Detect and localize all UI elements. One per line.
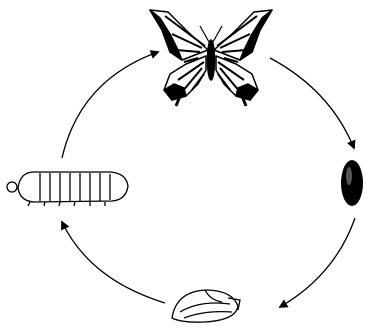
egg-icon	[341, 160, 363, 206]
pupa-icon	[172, 290, 240, 322]
arrow-larva-to-adult	[62, 52, 158, 158]
butterfly-icon	[150, 10, 272, 106]
arrow-egg-to-pupa	[280, 218, 355, 307]
arrow-pupa-to-larva	[62, 222, 165, 303]
larva-icon	[7, 172, 128, 206]
arrow-adult-to-egg	[270, 58, 354, 148]
